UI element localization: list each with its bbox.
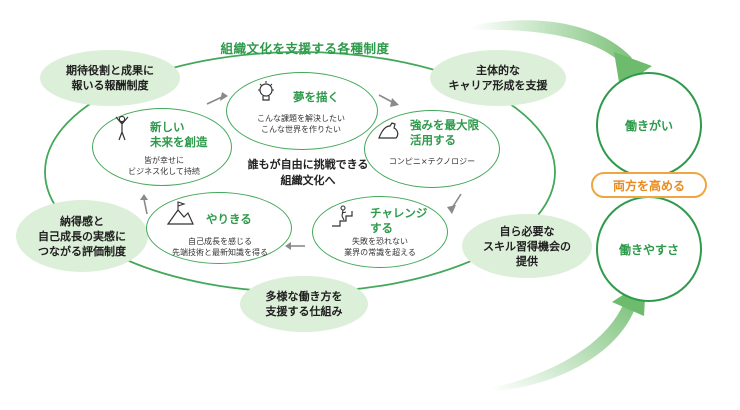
center-message: 誰もが自由に挑戦できる 組織文化へ (247, 158, 369, 187)
support-career-formation-label: 主体的な キャリア形成を支援 (448, 64, 548, 92)
support-evaluation-system-label: 納得感と 自己成長の実感に つながる評価制度 (38, 214, 126, 258)
stage-create-desc: 皆が幸せに ビジネス化して持続 (128, 156, 200, 176)
outcome-ease-of-work: 働きやすさ (596, 196, 702, 302)
lightbulb-head-icon (258, 81, 274, 101)
stage-achieve-desc: 自己成長を感じる 先端技術と最新知識を得る (172, 237, 268, 257)
sweep-arrow-bottom (492, 300, 636, 392)
support-evaluation-system: 納得感と 自己成長の実感に つながる評価制度 (16, 200, 148, 272)
stage-dream-title: 夢を描く (293, 90, 339, 104)
stage-create (92, 108, 232, 186)
support-work-styles: 多様な働き方を 支援する仕組み (240, 276, 368, 332)
flexed-arm-icon (378, 122, 399, 139)
support-reward-system: 期待役割と成果に 報いる報酬制度 (40, 50, 180, 106)
stage-dream-desc: こんな課題を解決したい こんな世界を作りたい (257, 114, 345, 134)
outcome-rewarding-work-label: 働きがい (624, 118, 673, 133)
support-career-formation: 主体的な キャリア形成を支援 (430, 50, 566, 106)
support-reward-system-label: 期待役割と成果に 報いる報酬制度 (66, 64, 154, 92)
stage-strength (364, 110, 500, 188)
stage-challenge-desc: 失敗を恐れない 業界の常識を超える (344, 237, 416, 257)
flag-mountain-icon (166, 201, 194, 225)
stage-strength-title: 強みを最大限 活用する (410, 118, 479, 147)
raised-arms-person-icon (115, 115, 129, 141)
outcome-rewarding-work: 働きがい (596, 72, 702, 178)
stage-achieve (146, 192, 292, 264)
stage-strength-desc: コンピニ×テクノロジー (388, 157, 476, 166)
stage-dream (226, 72, 378, 150)
support-skill-opportunities: 自ら必要な スキル習得機会の 提供 (462, 214, 592, 278)
cycle-arrow-1 (206, 96, 223, 105)
stage-create-title: 新しい 未来を創造 (150, 120, 208, 149)
climbing-stairs-icon (332, 205, 353, 227)
support-skill-opportunities-label: 自ら必要な スキル習得機会の 提供 (483, 224, 571, 268)
outcome-ease-of-work-label: 働きやすさ (618, 242, 679, 257)
enhance-both-label: 両方を高める (612, 178, 685, 193)
cycle-arrow-5 (143, 198, 148, 215)
support-work-styles-label: 多様な働き方を 支援する仕組み (265, 290, 343, 318)
stage-challenge (312, 196, 448, 268)
stage-achieve-title: やりきる (206, 212, 252, 226)
enhance-both-badge: 両方を高める (591, 172, 707, 198)
diagram-title: 組織文化を支援する各種制度 (220, 41, 390, 56)
stage-challenge-title: チャレンジ する (370, 206, 428, 235)
sweep-arrow-top (470, 20, 632, 64)
